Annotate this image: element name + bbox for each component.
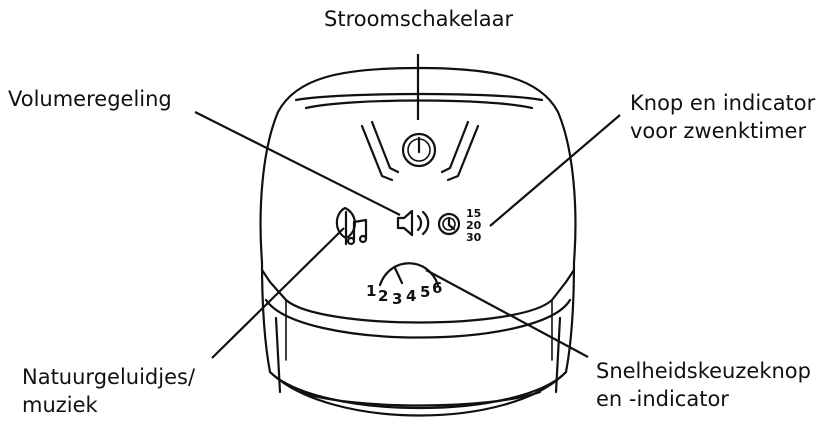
label-timer-line1: Knop en indicator bbox=[630, 91, 816, 115]
leader-lines bbox=[194, 54, 621, 359]
speed-value-6: 6 bbox=[432, 279, 442, 297]
nature-music-icon[interactable] bbox=[335, 206, 368, 246]
power-switch-housing bbox=[360, 120, 480, 182]
leader-speed bbox=[425, 269, 589, 358]
label-nature-line1: Natuurgeluidjes/ bbox=[22, 365, 196, 389]
device-body bbox=[259, 66, 577, 417]
timer-values: 15 20 30 bbox=[466, 207, 482, 244]
clock-icon[interactable] bbox=[437, 212, 461, 236]
speed-value-1: 1 bbox=[366, 282, 376, 300]
leader-volume bbox=[194, 111, 401, 216]
label-nature-line2: muziek bbox=[22, 393, 98, 417]
power-icon[interactable] bbox=[401, 132, 437, 168]
label-volume: Volumeregeling bbox=[8, 87, 172, 111]
speed-dial-icon[interactable] bbox=[378, 262, 440, 287]
timer-value-20: 20 bbox=[466, 219, 482, 232]
speed-values: 1 2 3 4 5 6 bbox=[366, 279, 442, 308]
leader-timer bbox=[489, 114, 621, 227]
label-power-switch: Stroomschakelaar bbox=[324, 7, 514, 31]
timer-value-30: 30 bbox=[466, 231, 482, 244]
label-speed-line1: Snelheidskeuzeknop bbox=[596, 359, 811, 383]
label-speed-line2: en -indicator bbox=[596, 387, 729, 411]
speed-value-5: 5 bbox=[420, 283, 430, 301]
speed-value-4: 4 bbox=[406, 287, 416, 305]
label-timer-line2: voor zwenktimer bbox=[630, 119, 807, 143]
timer-value-15: 15 bbox=[466, 207, 481, 220]
speed-value-2: 2 bbox=[378, 287, 388, 305]
speed-value-3: 3 bbox=[392, 290, 402, 308]
speaker-icon[interactable] bbox=[396, 209, 430, 237]
leader-nature bbox=[211, 227, 345, 359]
